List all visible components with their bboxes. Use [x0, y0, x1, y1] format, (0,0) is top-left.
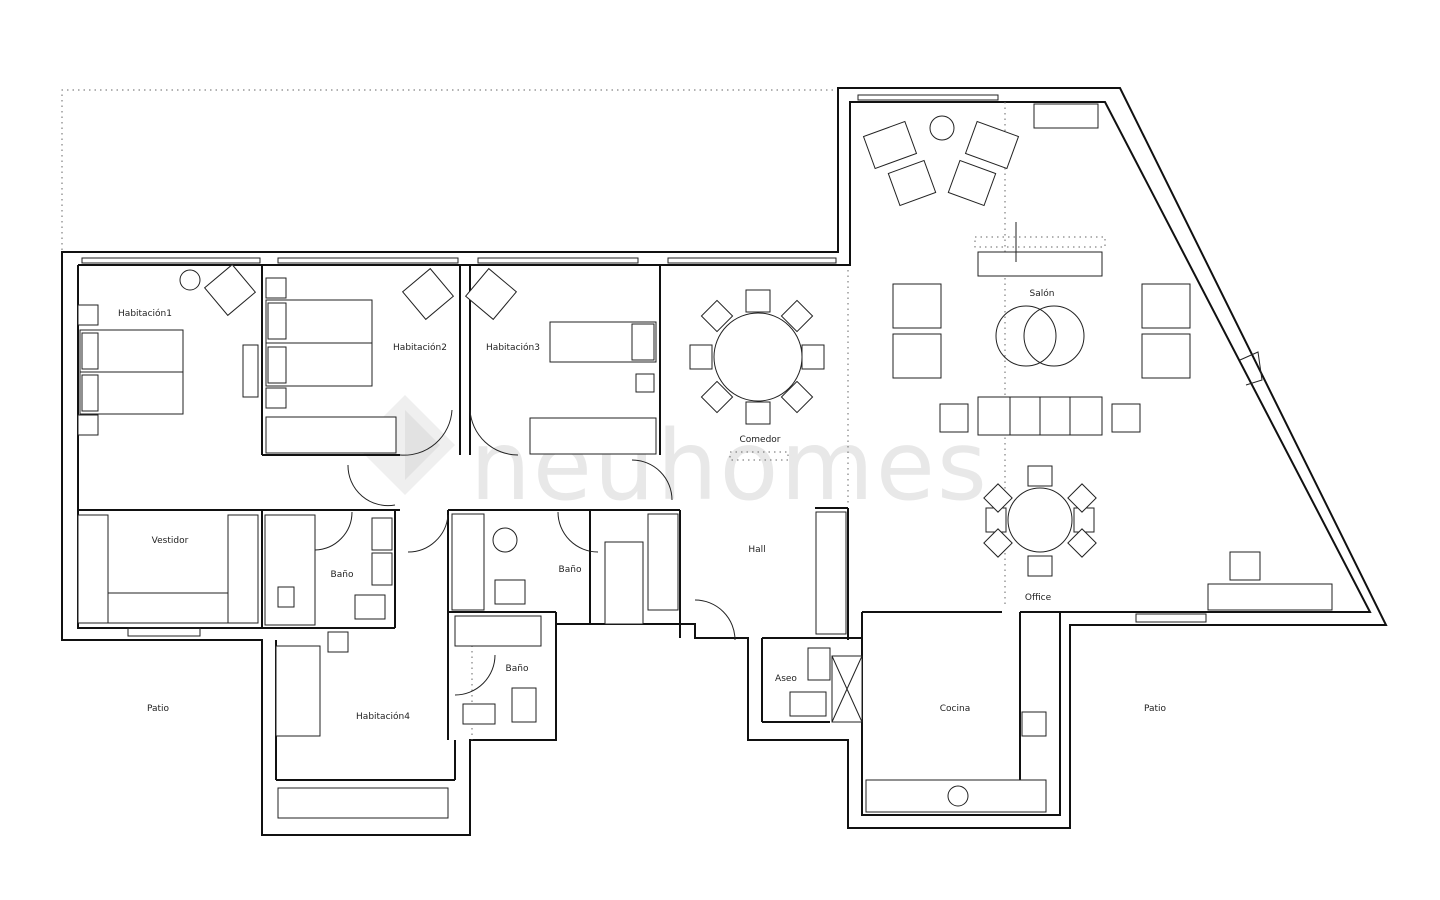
- closet: [227, 514, 259, 624]
- nightstand: [265, 387, 287, 409]
- toilet: [494, 579, 526, 605]
- label-bano-a: Baño: [331, 570, 354, 580]
- label-office: Office: [1025, 593, 1052, 603]
- label-bano-c: Baño: [506, 664, 529, 674]
- nightstand: [77, 304, 99, 326]
- lounge-chairs: [862, 115, 1020, 207]
- label-patio-right: Patio: [1144, 704, 1167, 714]
- armchair: [401, 267, 455, 321]
- label-habitacion-1: Habitación1: [118, 308, 172, 319]
- toilet: [789, 691, 827, 717]
- armchair: [464, 267, 518, 321]
- nightstand: [77, 414, 99, 436]
- bed-single: [275, 645, 321, 737]
- office-table: [983, 465, 1097, 577]
- wardrobe: [529, 417, 657, 455]
- armchair: [203, 263, 257, 317]
- sofa-armchairs: [892, 283, 1191, 379]
- dining-table: [689, 289, 825, 425]
- nightstand: [265, 277, 287, 299]
- label-patio-left: Patio: [147, 704, 170, 714]
- coffee-table: [995, 305, 1085, 367]
- pillow: [631, 323, 655, 361]
- shower: [454, 615, 542, 647]
- terrace-outline: [61, 89, 838, 250]
- sofa: [977, 396, 1103, 436]
- sink: [1021, 711, 1047, 737]
- closet: [77, 514, 109, 624]
- label-cocina: Cocina: [940, 704, 970, 714]
- sink: [371, 517, 393, 551]
- door-swings: [314, 409, 736, 696]
- rug-edge: [729, 451, 789, 461]
- windows: [81, 94, 1207, 637]
- wardrobe: [265, 416, 397, 454]
- label-vestidor: Vestidor: [152, 536, 189, 546]
- label-habitacion-3: Habitación3: [486, 342, 540, 353]
- bathtub: [604, 541, 644, 625]
- closet: [647, 513, 679, 611]
- label-aseo: Aseo: [775, 674, 797, 684]
- dresser: [107, 592, 229, 624]
- rug-edge: [974, 236, 1106, 248]
- tv-console: [977, 251, 1103, 277]
- desk: [1207, 583, 1333, 611]
- drain: [277, 586, 295, 608]
- sink: [371, 552, 393, 586]
- label-comedor: Comedor: [739, 435, 780, 445]
- wardrobe: [277, 787, 449, 819]
- hob: [947, 785, 969, 807]
- exterior-walls: [61, 87, 1388, 836]
- interior-walls: [78, 265, 1060, 835]
- bed-double: [265, 299, 373, 387]
- sink: [492, 527, 518, 553]
- nightstand: [327, 631, 349, 653]
- sink: [462, 703, 496, 725]
- label-bano-b: Baño: [559, 565, 582, 575]
- closet: [815, 511, 847, 635]
- label-hall: Hall: [748, 545, 765, 555]
- toilet: [354, 594, 386, 620]
- label-habitacion-4: Habitación4: [356, 711, 410, 722]
- side-table: [939, 403, 969, 433]
- shower: [264, 514, 316, 626]
- label-habitacion-2: Habitación2: [393, 342, 447, 353]
- closet: [451, 513, 485, 611]
- office-chair: [1229, 551, 1261, 581]
- plant-pot: [179, 269, 201, 291]
- nightstand: [635, 373, 655, 393]
- label-salon: Salón: [1030, 288, 1055, 299]
- toilet: [511, 687, 537, 723]
- side-table: [1111, 403, 1141, 433]
- bed-double: [79, 329, 184, 415]
- sink: [807, 647, 831, 681]
- desk: [242, 344, 259, 398]
